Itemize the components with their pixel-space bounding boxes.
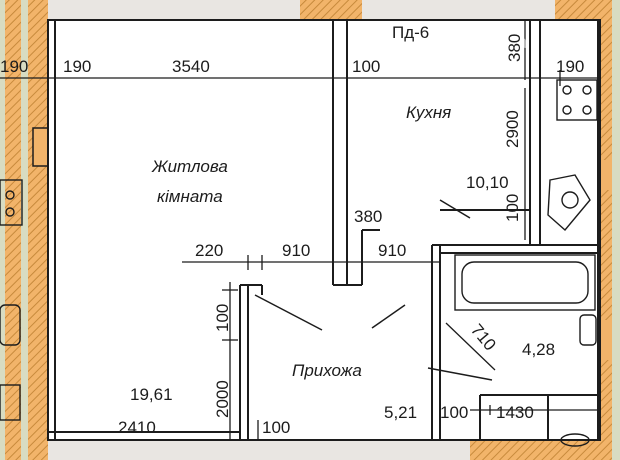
right-window-block [600,160,612,190]
right-window-block-2 [600,320,612,360]
dim-bottom-2410: 2410 [118,418,156,437]
dim-top-mid: 100 [352,57,380,76]
room-bathroom-area: 4,28 [522,340,555,359]
room-living-area: 19,61 [130,385,173,404]
room-living-name-1: Житлова [151,157,228,176]
top-wall-left [300,0,362,20]
room-kitchen-name: Кухня [406,103,451,122]
door-swings [254,199,493,381]
walls [47,19,601,441]
dim-top-left-2: 190 [63,57,91,76]
dimension-lines [0,20,600,440]
dim-top-vertical: 380 [505,34,524,62]
room-living-name-2: кімната [157,187,223,206]
watermark: dom.ria [462,32,528,52]
dim-wall-380: 380 [354,207,382,226]
room-hallway-area: 5,21 [384,403,417,422]
left-outer-wall [28,0,48,460]
plan-label: Пд-6 [392,23,429,42]
dim-bottom-100-right: 100 [440,403,468,422]
washbasin-icon [560,314,597,447]
dim-bath-1430: 1430 [496,403,534,422]
top-wall-right [555,0,600,20]
kitchen-sink-icon [547,174,591,232]
dim-top-left: 190 [0,57,28,76]
stove-icon [556,79,598,121]
room-kitchen-area: 10,10 [466,173,509,192]
bottom-wall-right [470,440,610,460]
dim-bath-vertical: 100 [503,194,522,222]
dim-hall-v100: 100 [213,304,232,332]
dim-910-right: 910 [378,241,406,260]
dim-hall-v2000: 2000 [213,380,232,418]
dim-910-left: 910 [282,241,310,260]
dim-220: 220 [195,241,223,260]
bathtub-icon [454,254,596,311]
dim-kitchen-vertical: 2900 [503,110,522,148]
dim-bottom-100-left: 100 [262,418,290,437]
room-hallway-name: Прихожа [292,361,362,380]
dim-top-main: 3540 [172,57,210,76]
left-fixture-icon [0,179,23,421]
dim-top-right: 190 [556,57,584,76]
